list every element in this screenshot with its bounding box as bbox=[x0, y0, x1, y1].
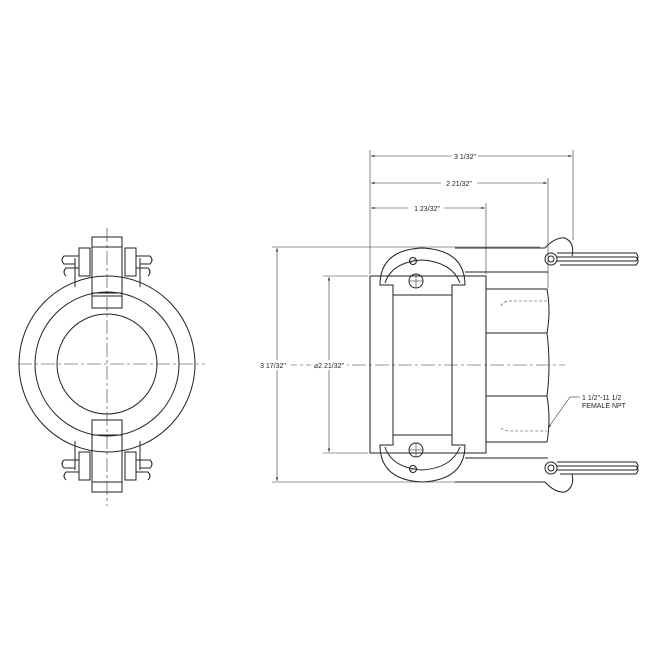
top-lug bbox=[61, 236, 153, 309]
dim-overall-height: 3 17/32" bbox=[260, 363, 286, 370]
body-flange bbox=[369, 275, 487, 454]
top-cam-lever bbox=[379, 247, 466, 296]
bottom-cam-lever bbox=[379, 434, 466, 483]
lever-handle bbox=[455, 457, 639, 493]
middle-circle bbox=[34, 291, 180, 437]
screw-icon bbox=[408, 257, 424, 473]
dim-body-length: 1 23/32" bbox=[414, 206, 440, 213]
dim-hex-length: 2 21/32" bbox=[446, 181, 472, 188]
thread-leader bbox=[547, 396, 571, 429]
outer-circle bbox=[18, 275, 196, 453]
lever-handle bbox=[455, 237, 639, 273]
hex-section bbox=[486, 288, 550, 443]
dim-body-diameter: ⌀2 21/32" bbox=[314, 363, 345, 370]
thread-callout-size: 1 1/2"-11 1/2 bbox=[582, 395, 621, 402]
bore-circle bbox=[56, 313, 158, 415]
end-view bbox=[18, 228, 205, 506]
bottom-lug bbox=[61, 419, 153, 493]
thread-callout-type: FEMALE NPT bbox=[582, 403, 627, 410]
dim-overall-length: 3 1/32" bbox=[454, 154, 476, 161]
side-view: 3 1/32" 2 21/32" 1 23/32" 3 17/32" ⌀2 21… bbox=[255, 150, 639, 493]
